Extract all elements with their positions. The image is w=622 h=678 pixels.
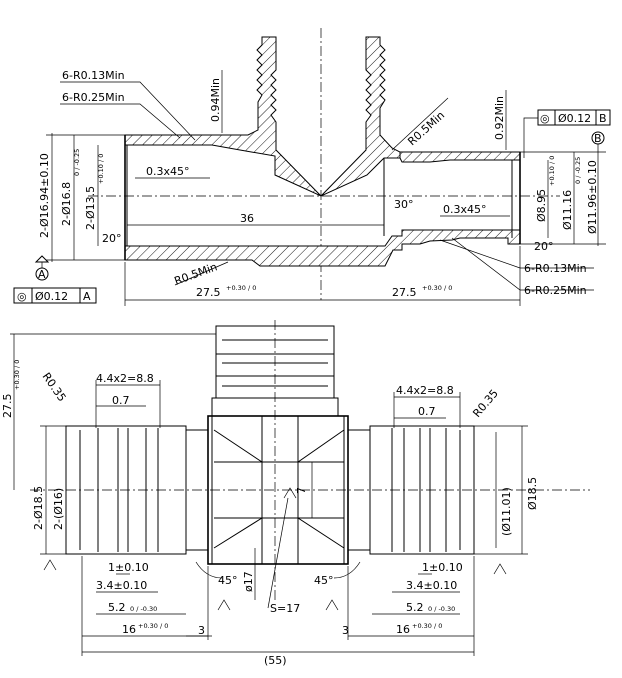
dim-34-right-label: 3.4±0.10 [406,579,457,592]
angle-45-right-label: 45° [314,574,334,587]
radius-leader-2 [60,103,181,139]
dia-1116-label: Ø11.16 [561,190,574,230]
section-view-labels: 6-R0.13Min 6-R0.25Min 0.94Min 0.92Min R0… [13,69,611,304]
datum-a-letter: A [38,268,46,281]
dia-185-right-label: Ø18.5 [526,477,539,510]
dim-1-right-label: 1±0.10 [422,561,463,574]
body-bottom-wall [124,229,521,267]
dim-52-left-tol: 0 / -0.30 [130,605,157,613]
dim-52-right-tol: 0 / -0.30 [428,605,455,613]
datum-a-frame-ref: A [83,290,91,303]
angle-30-label: 30° [394,198,414,211]
radius-label-1: 6-R0.13Min [62,69,125,82]
total-55-label: (55) [264,654,287,667]
right-spigot-top-wall [399,151,521,163]
angle-20-right-label: 20° [534,240,554,253]
datum-a-frame-symbol: ◎ [17,290,27,303]
len-275-right-label: 27.5 [392,286,417,299]
dia-185-left-label: 2-Ø18.5 [32,486,45,530]
right-radius-label-2: 6-R0.25Min [524,284,587,297]
datum-b-letter: B [594,132,602,145]
dia-168-tol: 0 / -0.25 [73,149,81,176]
datum-a-circle [35,267,49,281]
len-275-left-tol: +0.30 / 0 [226,284,256,292]
finish-mark-2 [493,563,507,575]
angle-45-left-label: 45° [218,574,238,587]
dia-1196-label: Ø11.96±0.10 [586,160,599,234]
right-spigot-body [369,425,475,555]
dia-17-label: ø17 [242,571,255,592]
height-275-tol: +0.30 / 0 [13,360,21,390]
datum-a-frame: ◎ Ø0.12 A [13,287,97,304]
dim-52-right-label: 5.2 [406,601,424,614]
hex-face-lines [213,429,345,463]
datum-b-frame-symbol: ◎ [540,112,550,125]
left-spigot-collar [185,429,209,551]
datum-b-frame-ref: B [599,112,607,125]
r035-left-label: R0.35 [40,370,69,404]
hex-s17-leader [267,497,289,609]
len-275-left-label: 27.5 [196,286,221,299]
dim-092-label: 0.92Min [493,96,506,140]
finish-marks [43,487,507,611]
r05-top-leader [391,97,449,151]
dim-16-left-tol: +0.30 / 0 [138,622,168,630]
r05-bottom-label: R0.5Min [173,260,219,287]
datum-a-triangle [34,255,50,263]
hex-s17-label: S=17 [270,602,300,615]
dia-1694-label: 2-Ø16.94±0.10 [38,153,51,238]
angle-20-left-label: 20° [102,232,122,245]
right-radius-leader-2 [451,237,594,291]
dim-1-left-label: 1±0.10 [108,561,149,574]
datum-b-leader [523,117,540,158]
len-36-label: 36 [240,212,254,225]
radius-leader-1 [60,81,196,141]
elevation-view [10,320,590,656]
finish-mark-1 [43,559,57,571]
datum-b-frame-tol: Ø0.12 [558,112,591,125]
dim-3-right-label: 3 [342,624,349,637]
r05-top-label: R0.5Min [405,109,447,149]
dim-34-left-label: 3.4±0.10 [96,579,147,592]
dia-135-label: 2-Ø13.5 [84,186,97,230]
dim-16-right-tol: +0.30 / 0 [412,622,442,630]
len-275-right-tol: +0.30 / 0 [422,284,452,292]
dia-1116-tol: 0 / -0.25 [574,157,582,184]
pitch-right-label: 4.4x2=8.8 [396,384,454,397]
right-radius-label-1: 6-R0.13Min [524,262,587,275]
dia-895-label: Ø8.95 [535,189,548,222]
dia-135-tol: +0.10 / 0 [97,154,105,184]
finish-mark-5 [283,487,297,499]
branch-left-wall [124,36,401,197]
dia-168-label: 2-Ø16.8 [60,182,73,226]
dia-1101-label: (Ø11.01) [500,487,513,536]
dim-16-left-label: 16 [122,623,136,636]
g07-right-label: 0.7 [418,405,436,418]
finish-mark-4 [325,599,339,611]
dia-895-tol: +0.10 / 0 [548,156,556,186]
datum-b-frame: ◎ Ø0.12 B [537,109,611,126]
chamfer-left-label: 0.3x45° [146,165,190,178]
section-view [46,28,606,306]
r05-bottom-leader [174,261,229,286]
chamfer-right-label: 0.3x45° [443,203,487,216]
finish-mark-3 [217,599,231,611]
pitch-left-label: 4.4x2=8.8 [96,372,154,385]
dim-094-label: 0.94Min [209,78,222,122]
dim-16-right-label: 16 [396,623,410,636]
dim-52-left-label: 5.2 [108,601,126,614]
angle-45-left-arc [195,561,223,579]
radius-label-2: 6-R0.25Min [62,91,125,104]
dim-7-label: 7 [295,487,308,494]
dim-3-left-label: 3 [198,624,205,637]
dia-16-label: 2-(Ø16) [52,488,65,530]
angle-45-right-arc [333,561,361,579]
height-275-label: 27.5 [1,394,14,419]
r035-right-label: R0.35 [470,387,501,420]
datum-a-frame-tol: Ø0.12 [35,290,68,303]
g07-left-label: 0.7 [112,394,130,407]
